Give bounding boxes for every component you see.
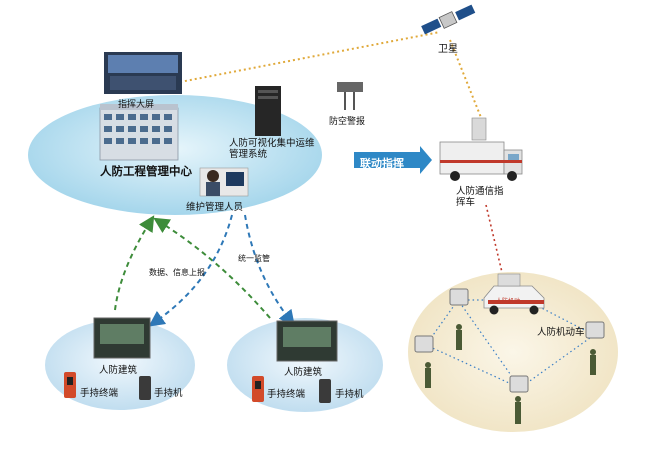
unified-supervision-label: 统一监管 — [238, 254, 270, 263]
right-handheld-phone-icon — [319, 379, 331, 403]
vehicle-plate-label: 人防机动 — [496, 298, 521, 305]
air-raid-alarm-label: 防空警报 — [329, 117, 366, 127]
satellite-label: 卫星 — [438, 44, 458, 55]
soldier-icon — [425, 362, 431, 388]
data-upload-label: 数据、信息上报 — [149, 268, 205, 277]
command-screen-icon — [104, 52, 182, 94]
upload-arrow-left — [114, 215, 155, 311]
screen-to-satellite-link — [179, 31, 441, 83]
right-phone-label: 手持机 — [335, 389, 364, 400]
soldier-icon — [515, 396, 521, 424]
soldier-icon — [590, 349, 596, 375]
command-screen-label: 指挥大屏 — [118, 100, 155, 110]
air-raid-alarm-icon — [337, 82, 363, 110]
maintenance-staff-label: 维护管理人员 — [186, 202, 244, 213]
mobile-vehicle-icon — [483, 273, 545, 315]
mobile-vehicle-label: 人防机动车 — [537, 327, 585, 338]
center-label: 人防工程管理中心 — [100, 164, 192, 178]
field-device-icon — [509, 375, 529, 393]
linkage-command-arrow — [354, 146, 432, 174]
field-device-icon — [449, 288, 469, 306]
soldier-icon — [456, 324, 462, 350]
visual-system-label: 人防可视化集中运维管理系统 — [229, 138, 315, 160]
right-terminal-label: 手持终端 — [267, 389, 306, 400]
field-ellipse — [408, 272, 618, 432]
field-device-icon — [414, 335, 434, 353]
comm-vehicle-icon — [439, 117, 523, 181]
comm-vehicle-label: 人防通信指挥车 — [456, 186, 504, 208]
field-device-icon — [585, 321, 605, 339]
satellite-to-vehicle-link — [449, 39, 483, 121]
linkage-command-label: 联动指挥 — [360, 157, 404, 170]
satellite-icon — [421, 4, 476, 35]
right-building-label: 人防建筑 — [284, 367, 323, 378]
left-building-ellipse — [45, 320, 195, 410]
management-center-building-icon — [99, 104, 179, 161]
right-building-ellipse — [227, 318, 383, 412]
left-building-label: 人防建筑 — [99, 365, 138, 376]
supervision-arrow-left — [148, 214, 233, 327]
maintenance-staff-icon — [199, 167, 249, 197]
upload-arrow-right — [153, 217, 271, 319]
left-terminal-label: 手持终端 — [80, 388, 119, 399]
server-icon — [255, 86, 281, 136]
left-handheld-phone-icon — [139, 376, 151, 400]
supervision-arrow-right — [244, 214, 295, 327]
vehicle-to-mobile-link — [485, 204, 506, 286]
left-phone-label: 手持机 — [154, 388, 183, 399]
